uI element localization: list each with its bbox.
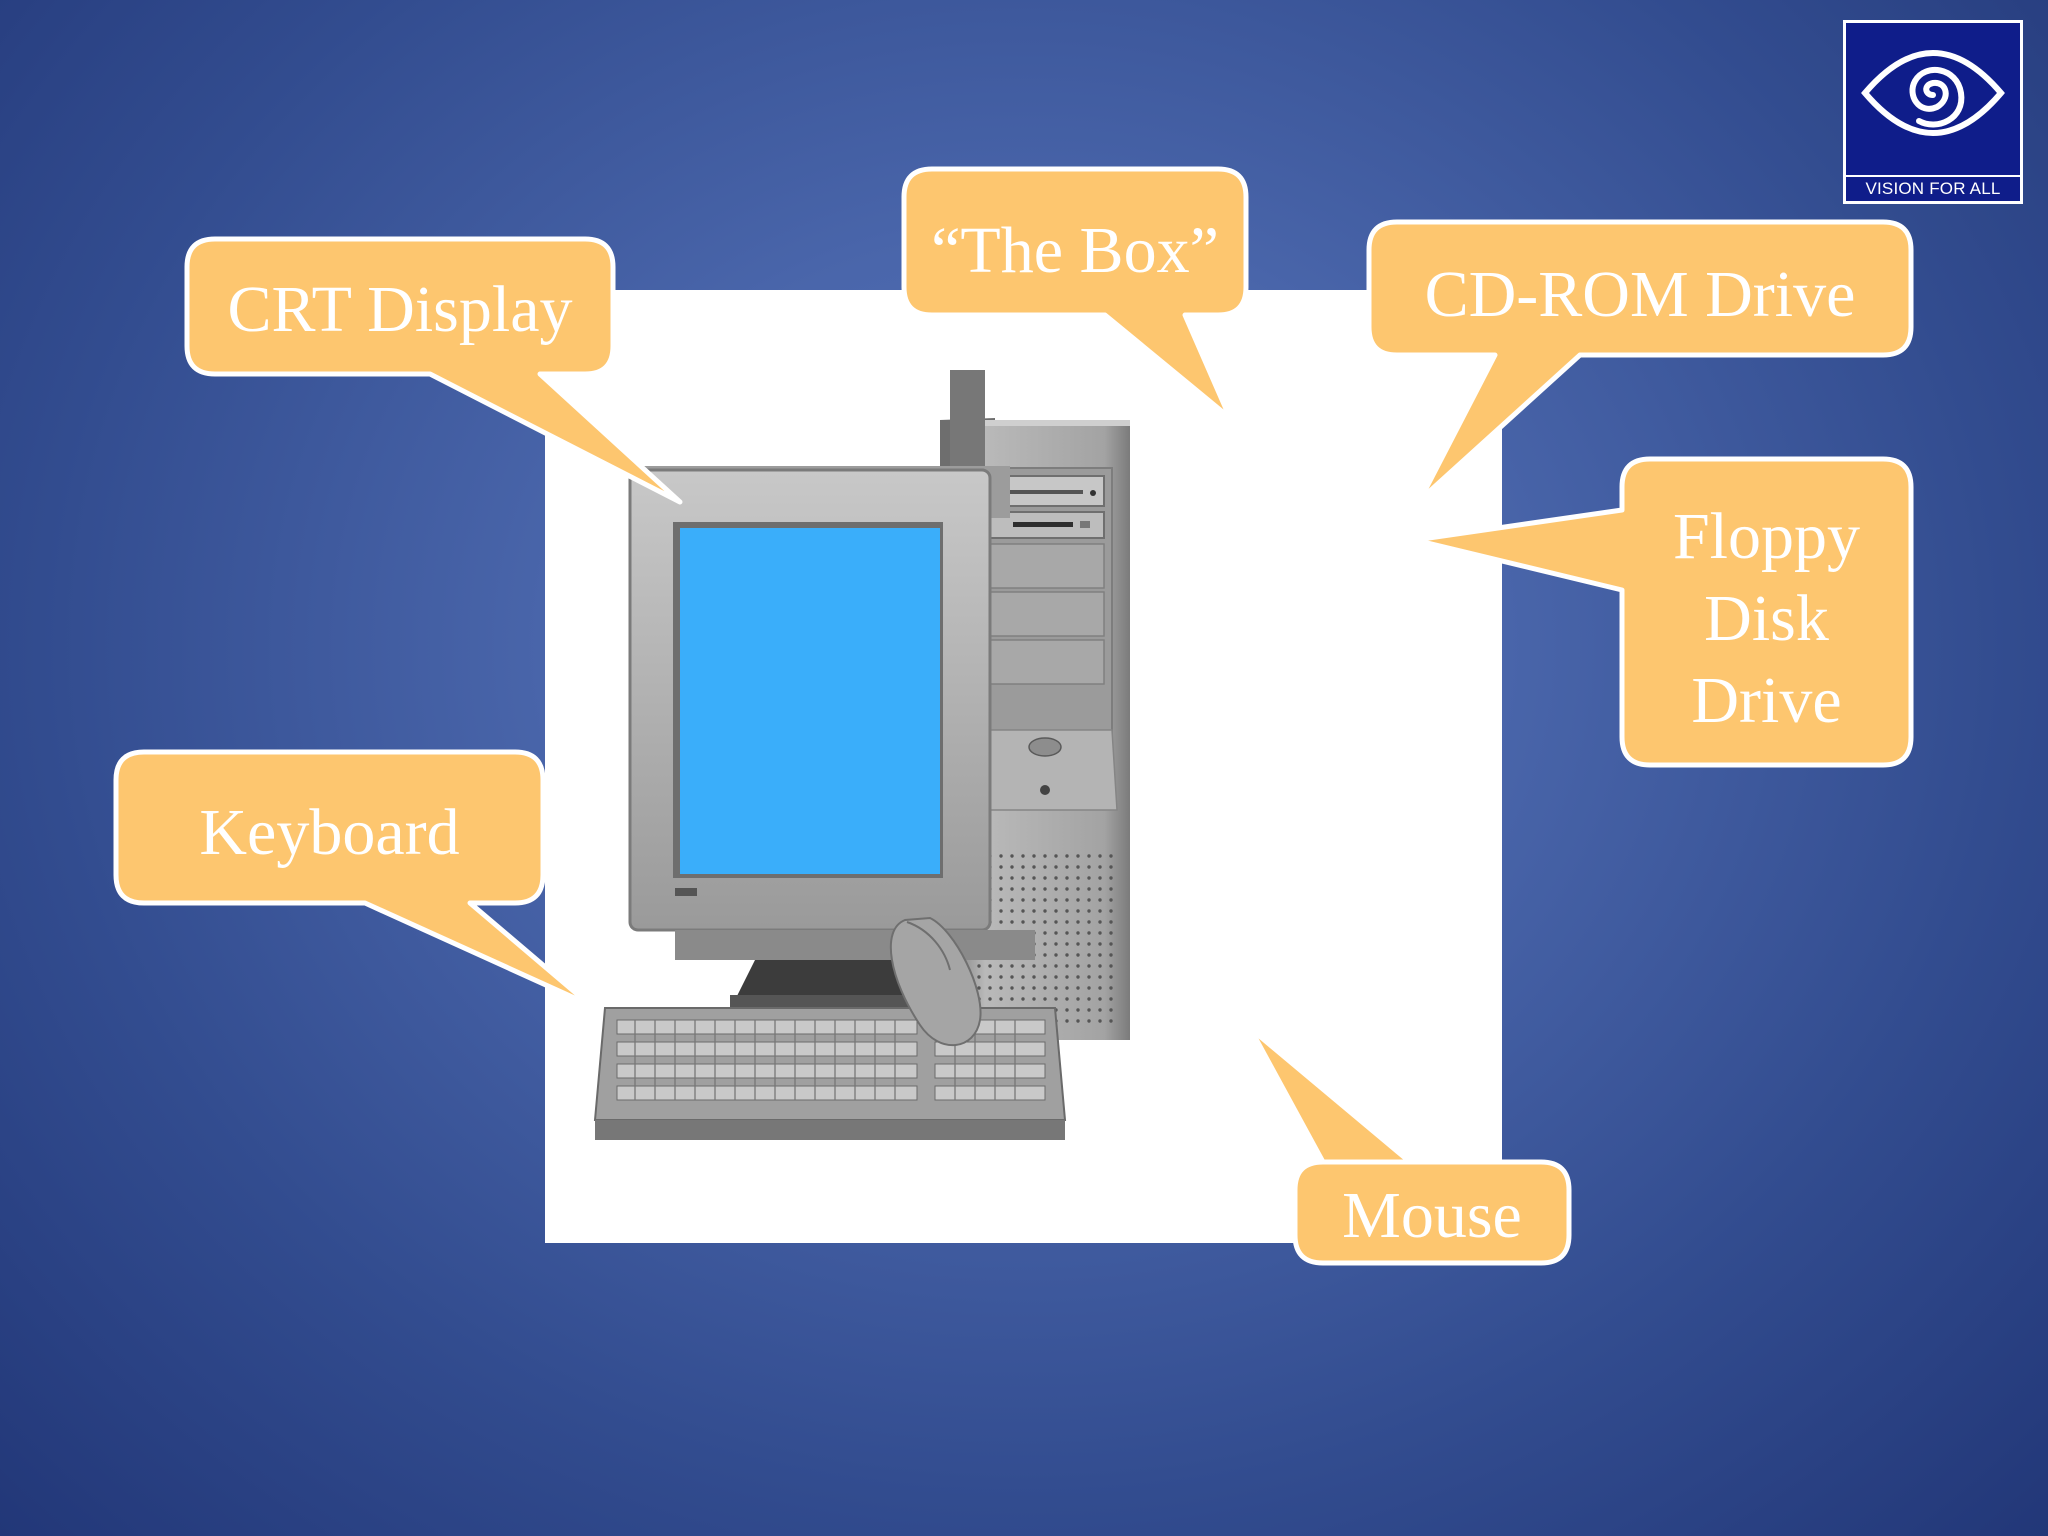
vision-for-all-logo: VISION FOR ALL: [1843, 20, 2023, 204]
keyboard-device: [593, 1007, 1067, 1140]
callout-cd-rom-drive: [1366, 219, 1914, 503]
callout-the-box: [901, 166, 1249, 421]
floppy-disk-drive-label: Floppy Disk Drive: [1622, 496, 1911, 742]
spiral-eye-icon: [1861, 50, 2005, 136]
computer-photo: [545, 290, 1502, 1243]
floppy-label-line-2: Disk: [1704, 582, 1829, 655]
floppy-label-line-1: Floppy: [1672, 500, 1861, 573]
logo-caption: VISION FOR ALL: [1846, 175, 2020, 199]
the-box-label: “The Box”: [931, 214, 1219, 287]
mouse-label: Mouse: [1342, 1179, 1522, 1252]
callout-floppy-disk-drive: [1412, 456, 1914, 768]
cd-rom-drive-label: CD-ROM Drive: [1424, 258, 1856, 331]
crt-monitor: [628, 370, 1035, 1007]
keyboard-label: Keyboard: [199, 796, 460, 869]
mouse-device: [889, 916, 982, 1047]
callout-keyboard: [113, 749, 593, 1008]
floppy-label-line-3: Drive: [1691, 664, 1842, 737]
desktop-computer-illustration: [593, 370, 1130, 1140]
crt-display-label: CRT Display: [227, 273, 573, 346]
callout-crt-display: [184, 236, 683, 505]
monitor-screen: [680, 528, 940, 874]
callout-mouse: [1247, 1025, 1572, 1266]
